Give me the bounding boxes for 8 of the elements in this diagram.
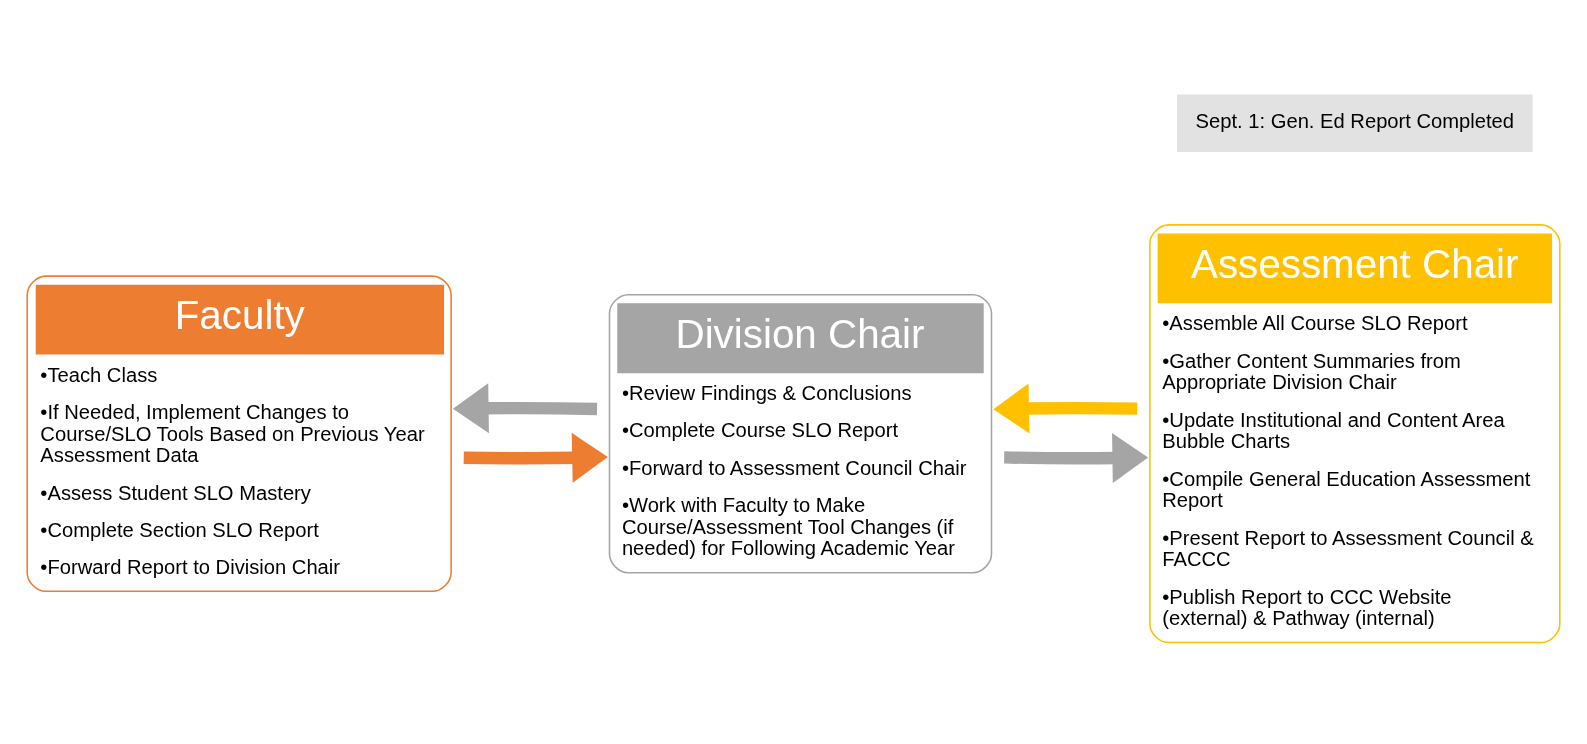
node-box: Faculty •Teach Class •If Needed, Implement Changes to Course/SLO Tools Based on Previous Year Assessment Data •Assess Student SLO Mastery •Complete Section SLO Report •Forward Report to Division Chair bbox=[26, 275, 452, 593]
node-box: Division Chair •Review Findings & Conclusions •Complete Course SLO Report •Forward to Assessment Council Chair •Work with Faculty to Make Course/Assessment Tool Changes (if needed) for Following Academic Year bbox=[608, 293, 993, 574]
node-box: Assessment Chair •Assemble All Course SLO Report •Gather Content Summaries from Appropriate Division Chair •Update Institutional and Content Area Bubble Charts •Compile General Education Assessment Report •Present Report to Assessment Council & FACCC •Publish Report to CCC Website (external) & Pathway (internal) bbox=[1149, 224, 1561, 644]
arrow bbox=[1004, 433, 1149, 483]
node-box: Sept. 1: Gen. Ed Report Completed bbox=[1177, 94, 1533, 152]
arrow bbox=[452, 383, 598, 434]
arrow bbox=[993, 383, 1138, 434]
arrow bbox=[463, 432, 608, 483]
